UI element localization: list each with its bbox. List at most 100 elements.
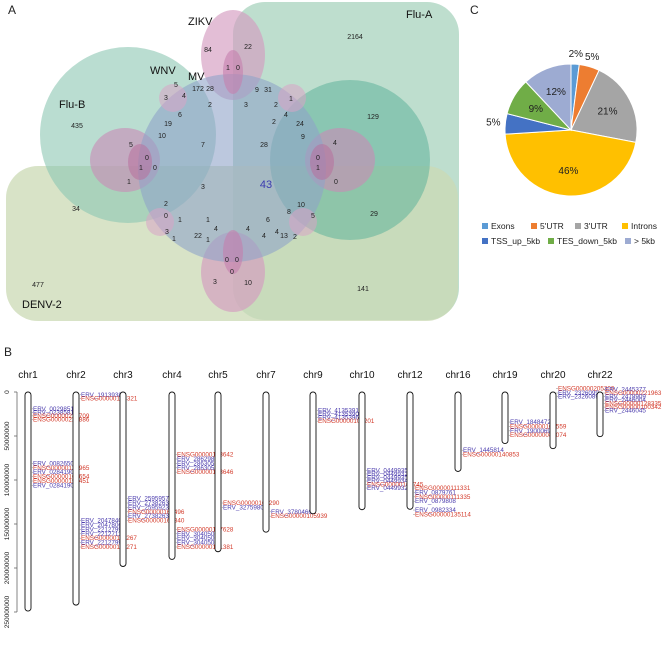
pie-percent-label: 5%: [486, 118, 501, 129]
erv-label: ERV_3040508: [177, 531, 218, 538]
venn-count: 0: [153, 165, 157, 172]
venn-count: 5: [311, 213, 315, 220]
chromosome-name: chr12: [397, 370, 422, 381]
gene-label: ENSG00000111335: [415, 494, 471, 501]
pie-percent-label: 21%: [597, 106, 617, 117]
gene-label: ENSG00000162654: [33, 474, 90, 481]
venn-count: 3: [165, 229, 169, 236]
gene-label: ENSG00000105559: [510, 423, 567, 430]
erv-label: ERV_1848472: [510, 419, 551, 426]
venn-count: 5: [174, 82, 178, 89]
chromosome-bar: [119, 391, 127, 567]
venn-count: 4: [275, 229, 279, 236]
chromosome-name: chr9: [303, 370, 323, 381]
venn-count: 4: [182, 93, 186, 100]
chromosome-name: chr1: [18, 370, 38, 381]
chromosome-bar: [549, 391, 557, 450]
venn-bubble: [223, 50, 243, 94]
venn-count: 1: [178, 217, 182, 224]
erv-label: ERV_2446004: [605, 397, 646, 404]
venn-count: 1: [139, 165, 143, 172]
chromosome-name: chr20: [540, 370, 565, 381]
gene-label: ENSG00000111331: [415, 485, 471, 492]
erv-label: ERV_4135391: [318, 408, 359, 415]
venn-label-flu-a: Flu-A: [406, 9, 433, 21]
venn-count: 10: [297, 202, 305, 209]
venn-count: 2: [274, 102, 278, 109]
venn-count: 10: [244, 280, 252, 287]
venn-count: 0: [145, 155, 149, 162]
venn-count: 13: [280, 233, 288, 240]
erv-label: ERV_2738263: [128, 513, 169, 520]
venn-count: 1: [316, 165, 320, 172]
erv-label: ERV_2478909: [605, 394, 646, 401]
venn-count: 1: [127, 179, 131, 186]
pie-percent-label: 46%: [558, 166, 578, 177]
venn-bubble: [310, 144, 334, 180]
legend-swatch-utr5: [531, 223, 537, 229]
gene-label: ENSG00000181381: [177, 544, 234, 551]
chromosome-name: chr7: [256, 370, 276, 381]
venn-count: 1: [206, 237, 210, 244]
chromosome-name: chr3: [113, 370, 133, 381]
gene-label: ENSG00000164290: [223, 500, 280, 507]
gene-label: ENSG00000100342: [605, 404, 662, 411]
venn-bubble: [278, 84, 306, 112]
chromosome-name: chr22: [587, 370, 612, 381]
gene-label: ENSG00000107201: [318, 418, 375, 425]
venn-count: 84: [204, 47, 212, 54]
erv-label: ERV_0879761: [415, 489, 456, 496]
gene-label: ENSG00000138642: [177, 452, 234, 459]
venn-label-denv2: DENV-2: [22, 299, 62, 311]
venn-count: 7: [201, 142, 205, 149]
pie-percent-label: 9%: [529, 104, 544, 115]
venn-count: 129: [367, 114, 379, 121]
erv-label: ERV_0082650: [33, 460, 74, 467]
venn-count: 2: [164, 201, 168, 208]
chromosome-bar: [214, 391, 222, 553]
erv-label: ERV_1900069: [510, 428, 551, 435]
venn-count: 9: [255, 87, 259, 94]
venn-count: 10: [158, 133, 166, 140]
gene-label: ENSG00000184321: [81, 395, 138, 402]
venn-count: 2164: [347, 34, 363, 41]
gene-label: ENSG00000137628: [177, 526, 234, 533]
erv-label: ERV_2595923: [128, 504, 169, 511]
venn-bubble: [128, 144, 152, 180]
erv-label: ERV_0982334: [415, 507, 456, 514]
venn-label-zikv: ZIKV: [188, 16, 213, 28]
erv-label: ERV_0449932: [367, 471, 408, 478]
venn-bubble: [159, 84, 187, 112]
venn-count: 3: [201, 184, 205, 191]
chromosome-bar: [72, 391, 80, 606]
venn-count: 34: [72, 206, 80, 213]
gene-label: ENSG00000163840: [128, 518, 185, 525]
venn-label-flu-b: Flu-B: [59, 99, 85, 111]
chromosome-bar: [501, 391, 509, 445]
chromosome-name: chr19: [492, 370, 517, 381]
venn-count: 3: [213, 279, 217, 286]
erv-label: ERV_4135390: [318, 411, 359, 418]
chromosome-bar: [262, 391, 270, 533]
chromosome-bar: [24, 391, 32, 612]
gene-label: ENSG00000221963: [605, 390, 662, 397]
axis-tick-label: 0: [4, 390, 11, 394]
pie-chart: [504, 63, 638, 197]
venn-count: 1: [289, 96, 293, 103]
chromosome-bar: [406, 391, 414, 510]
chromosome-name: chr5: [208, 370, 228, 381]
karyogram: 0500000001000000001500000002000000002500…: [4, 370, 662, 628]
chromosome-bar: [454, 391, 462, 472]
venn-count: 4: [214, 226, 218, 233]
legend-label-introns: Introns: [631, 221, 657, 231]
venn-bubble: [289, 208, 317, 236]
venn-count: 5: [129, 142, 133, 149]
venn-count: 22: [244, 44, 252, 51]
venn-count: 9: [301, 134, 305, 141]
legend-swatch-exons: [482, 223, 488, 229]
venn-count: 0: [334, 179, 338, 186]
pie-slice-utr3: [570, 69, 638, 143]
chromosome-name: chr10: [349, 370, 374, 381]
